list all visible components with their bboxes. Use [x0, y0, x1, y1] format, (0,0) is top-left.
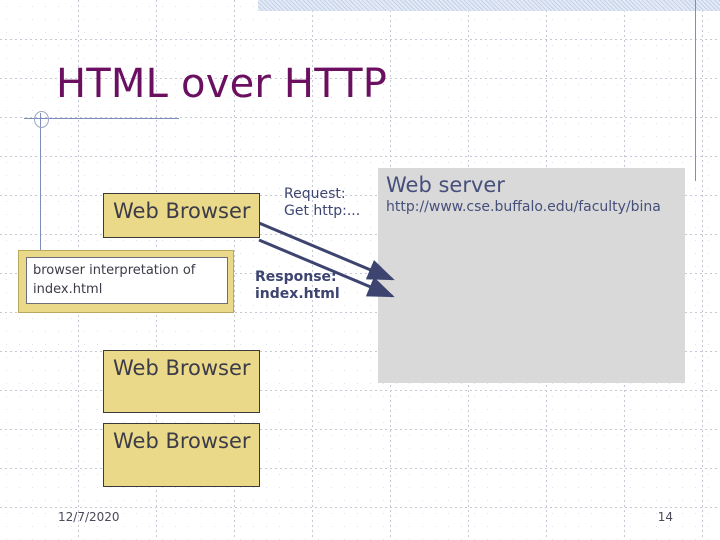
- web-browser-box: Web Browser: [103, 193, 260, 238]
- request-label-line2: Get http:...: [284, 203, 361, 219]
- response-label-group: Response: index.html: [255, 269, 340, 303]
- web-server-panel: Web server http://www.cse.buffalo.edu/fa…: [378, 168, 685, 383]
- web-browser-box-label: Web Browser: [113, 429, 251, 453]
- grid-vline: [702, 0, 703, 540]
- web-server-title: Web server: [386, 173, 505, 197]
- response-label-line1: Response:: [255, 269, 337, 285]
- browser-interpretation-inner: browser interpretation of index.html: [26, 257, 228, 304]
- web-server-url: http://www.cse.buffalo.edu/faculty/bina: [386, 199, 661, 215]
- footer-date: 12/7/2020: [58, 510, 120, 524]
- web-browser-box: Web Browser: [103, 423, 260, 487]
- grid-hline: [0, 39, 720, 40]
- grid-hline: [0, 507, 720, 508]
- title-underline-rule: [24, 118, 179, 119]
- web-browser-box: Web Browser: [103, 350, 260, 413]
- slide-title: HTML over HTTP: [56, 61, 388, 107]
- request-label-line1: Request:: [284, 186, 346, 202]
- right-vertical-rule: [695, 0, 696, 181]
- web-browser-box-label: Web Browser: [113, 356, 251, 380]
- response-label-line2: index.html: [255, 286, 340, 302]
- request-label-group: Request: Get http:...: [284, 186, 360, 220]
- browser-interpretation-text: browser interpretation of index.html: [33, 263, 196, 297]
- left-vertical-rule: [40, 113, 41, 310]
- decorative-circle-icon: [34, 111, 49, 128]
- web-browser-box-label: Web Browser: [113, 199, 251, 223]
- grid-hline: [0, 156, 720, 157]
- header-decoration-band: [258, 0, 720, 11]
- browser-interpretation-box: browser interpretation of index.html: [18, 250, 234, 313]
- footer-page-number: 14: [657, 510, 673, 524]
